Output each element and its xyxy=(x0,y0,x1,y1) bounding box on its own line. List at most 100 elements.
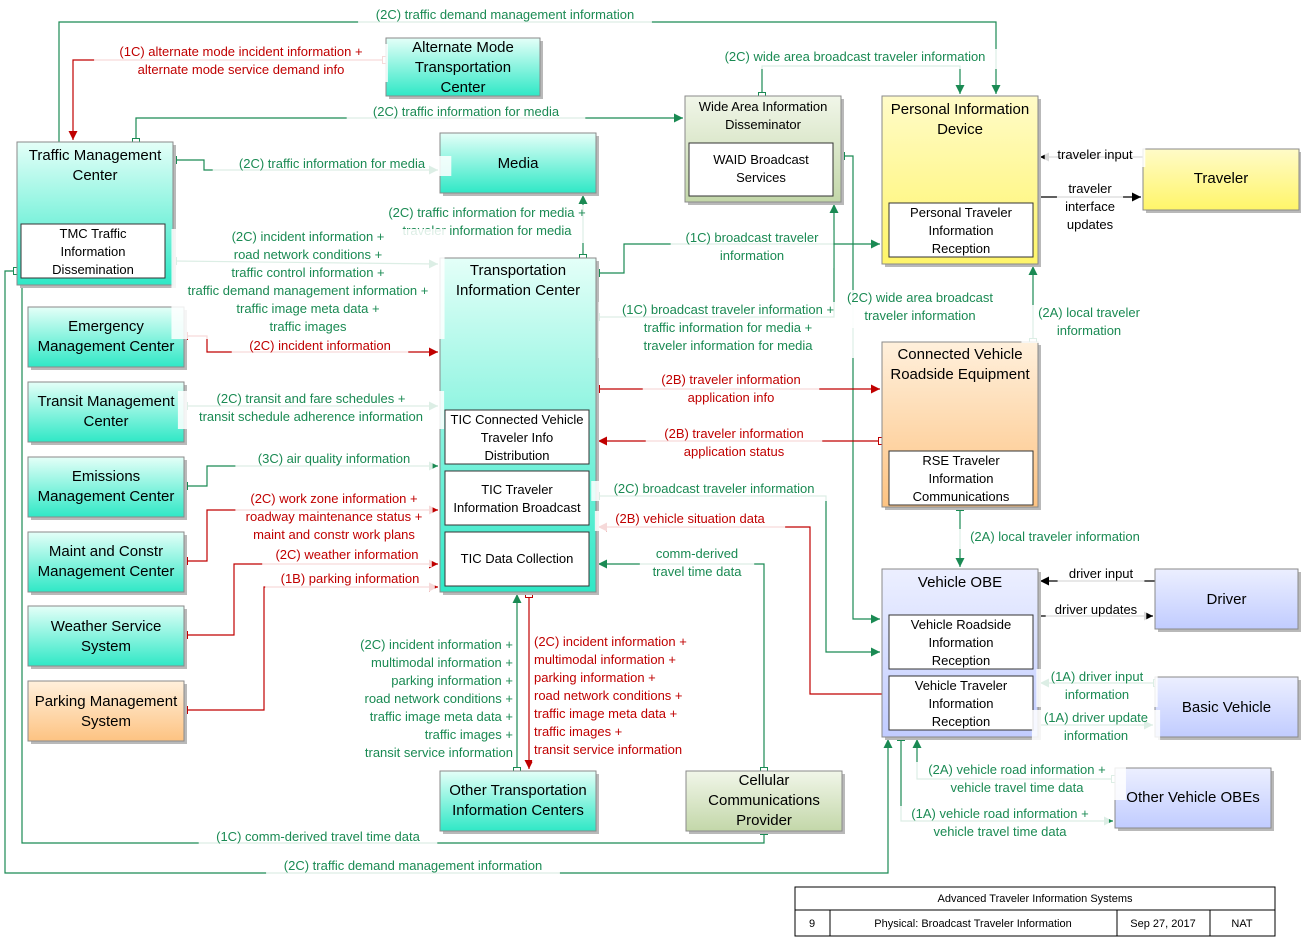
flow-label-text: (3C) air quality information xyxy=(258,451,410,466)
label-tim-top: (2C) traffic information for media xyxy=(346,104,586,124)
label-local-traveler-vobe: (2A) local traveler information xyxy=(946,529,1164,549)
label-wide-area-broadcast: (2C) wide area broadcast traveler inform… xyxy=(697,49,1013,69)
node-label: Other Vehicle OBEs xyxy=(1126,789,1259,806)
flow-label-text: (2C) work zone information +roadway main… xyxy=(246,491,423,542)
subsystem-tic-sub3[interactable]: TIC Data Collection xyxy=(444,531,590,587)
flow-label-text: (1B) parking information xyxy=(281,571,420,586)
label-broadcast-waid: (1C) broadcast traveler information +tra… xyxy=(598,302,858,358)
flow-label-text: (2A) local traveler information xyxy=(970,529,1140,544)
label-tdm-top: (2C) traffic demand management informati… xyxy=(358,7,652,27)
node-label: Media xyxy=(498,155,540,172)
flow-wide-area-pid xyxy=(761,65,965,96)
node-traveler[interactable]: Traveler xyxy=(1142,148,1301,213)
flow-label-text: (2C) traffic information for media xyxy=(239,156,426,171)
flow-label-text: (2C) incident information xyxy=(249,338,391,353)
label-transit-flow: (2C) transit and fare schedules +transit… xyxy=(177,391,445,429)
flow-label-text: (2C) traffic demand management informati… xyxy=(284,858,542,873)
flow-label-text: (1C) broadcast traveler information +tra… xyxy=(622,302,834,353)
flow-labels: (2C) traffic demand management informati… xyxy=(94,7,1164,878)
label-other-tic-up: (2C) incident information +multimodal in… xyxy=(324,637,515,765)
label-tmc-to-tic: (2C) incident information +road network … xyxy=(171,229,445,339)
footer-title: Advanced Traveler Information Systems xyxy=(937,893,1133,905)
node-label: Traveler xyxy=(1194,170,1248,187)
node-other-obes[interactable]: Other Vehicle OBEs xyxy=(1114,767,1274,831)
node-media[interactable]: Media xyxy=(439,132,599,196)
flow-label-text: (2A) vehicle road information +vehicle t… xyxy=(928,762,1105,795)
flow-label-text: (1C) alternate mode incident information… xyxy=(119,44,362,77)
label-vehicle-road-2a: (2A) vehicle road information +vehicle t… xyxy=(908,762,1126,800)
node-label: Vehicle OBE xyxy=(918,574,1002,591)
label-driver-updates: driver updates xyxy=(1045,602,1147,622)
flow-label-text: (1C) comm-derived travel time data xyxy=(216,829,420,844)
label-traveler-input: traveler input xyxy=(1044,147,1146,167)
flow-label-text: (2C) wide area broadcast traveler inform… xyxy=(725,49,986,64)
footer-subtitle: Physical: Broadcast Traveler Information xyxy=(874,918,1071,930)
label-emergency-flow: (2C) incident information xyxy=(231,338,409,358)
flow-label-text: driver updates xyxy=(1055,602,1138,617)
label-driver-input: driver input xyxy=(1057,566,1145,586)
label-vehicle-road-1a: (1A) vehicle road information +vehicle t… xyxy=(891,806,1109,844)
flow-label-text: (2C) incident information +multimodal in… xyxy=(360,637,513,760)
label-tdm-bottom: (2C) traffic demand management informati… xyxy=(266,858,560,878)
label-parking-flow: (1B) parking information xyxy=(265,571,435,591)
node-label: Basic Vehicle xyxy=(1182,699,1271,716)
flow-waid-vobe xyxy=(841,155,880,624)
flow-label-text: (2C) traffic demand management informati… xyxy=(376,7,634,22)
flow-label-text: traveler input xyxy=(1057,147,1133,162)
node-basic-vehicle[interactable]: Basic Vehicle xyxy=(1154,676,1301,740)
node-driver[interactable]: Driver xyxy=(1154,568,1301,632)
footer-number: 9 xyxy=(809,918,815,930)
subsystem-label: TIC Data Collection xyxy=(461,551,574,566)
label-air-quality: (3C) air quality information xyxy=(235,451,433,471)
label-weather-flow: (2C) weather information xyxy=(262,547,432,567)
flow-label-text: (1A) vehicle road information +vehicle t… xyxy=(911,806,1088,839)
